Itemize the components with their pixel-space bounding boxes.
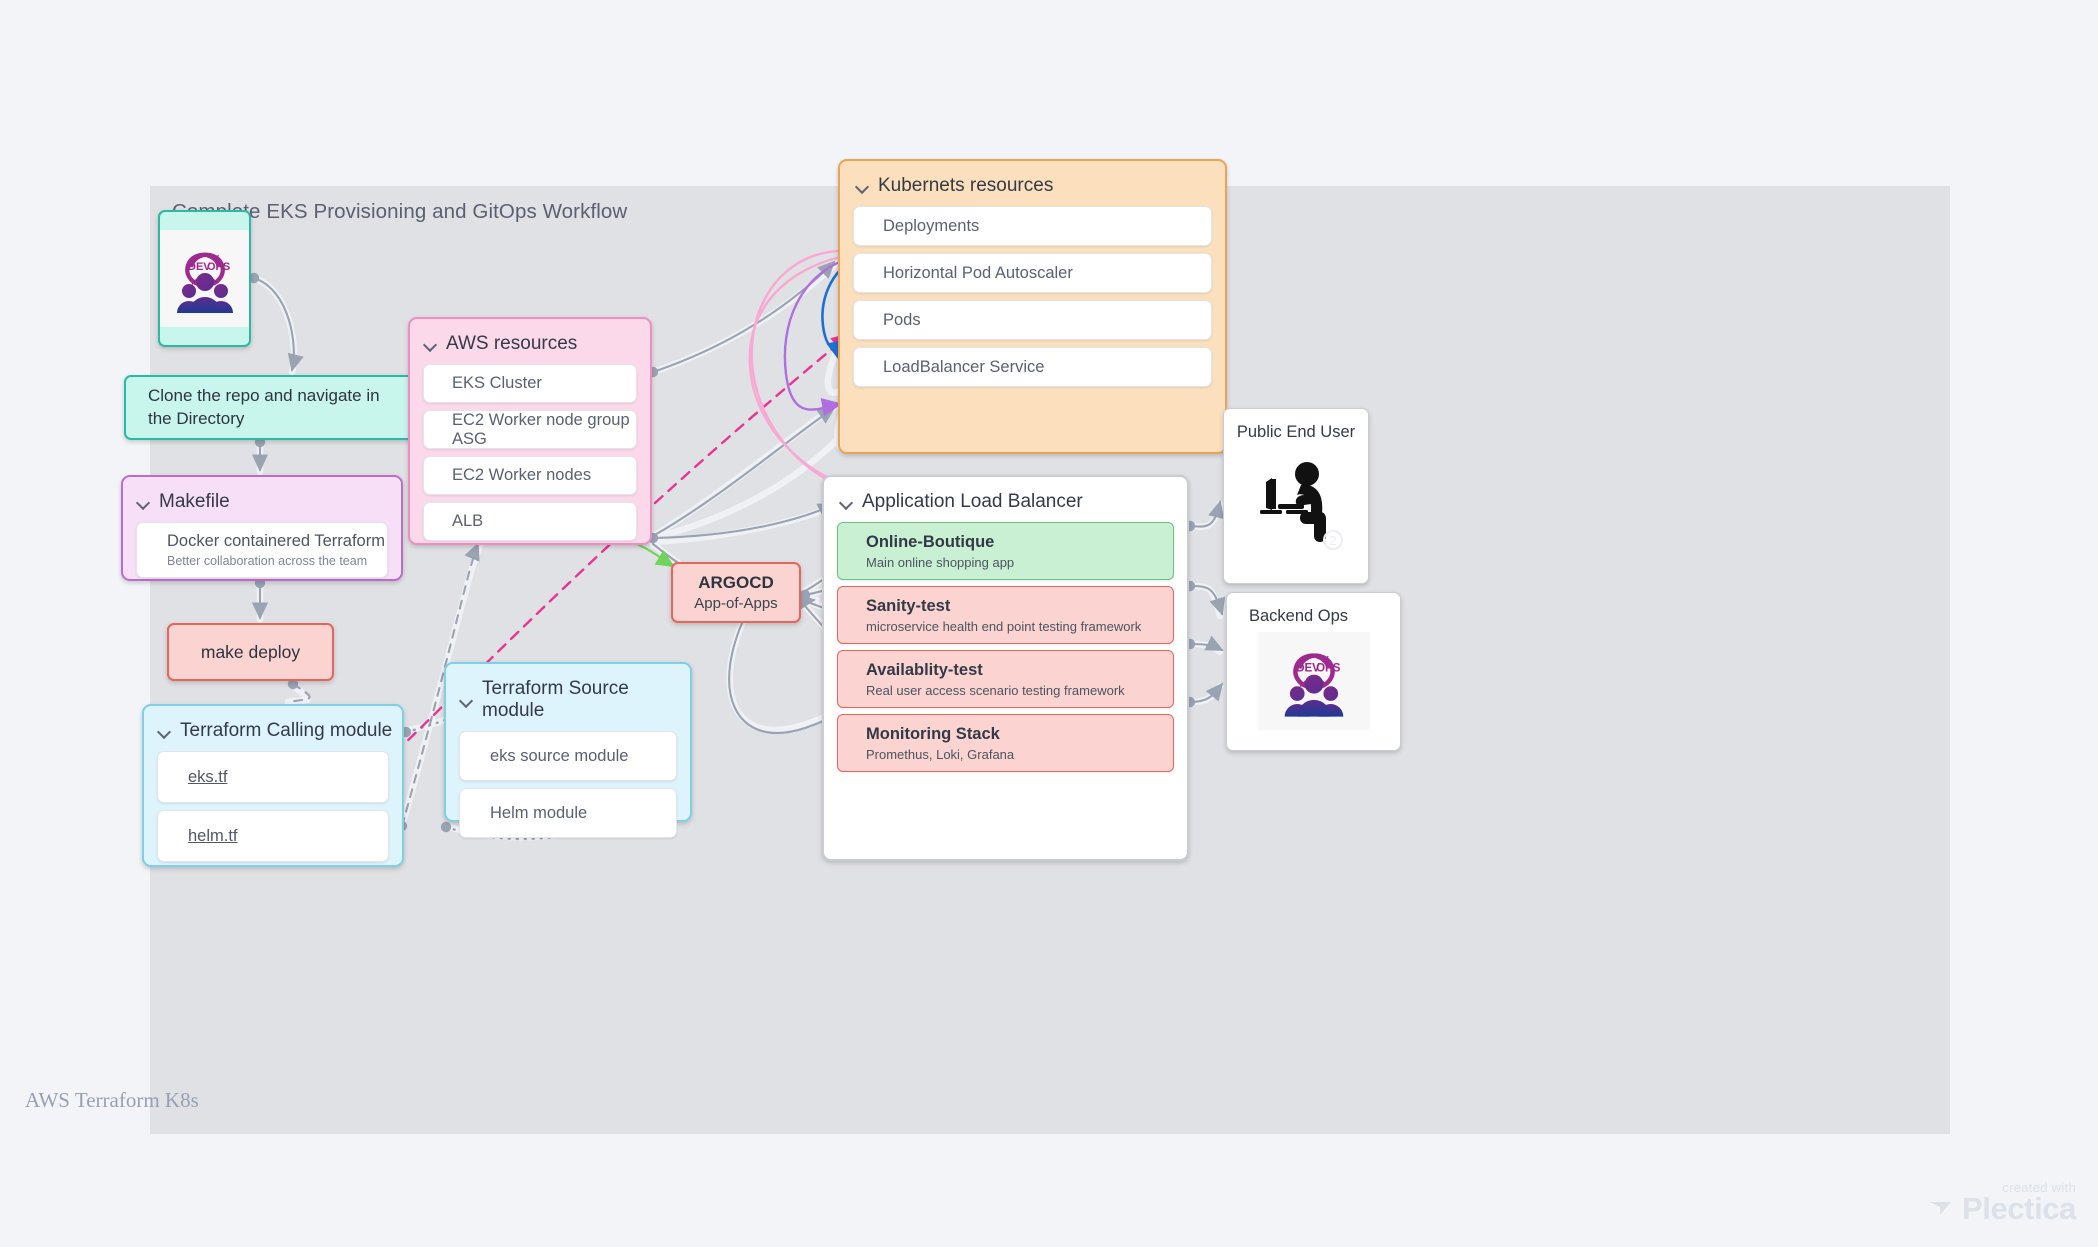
terraform-calling-title-row[interactable]: Terraform Calling module [144, 706, 402, 742]
chevron-down-icon[interactable] [856, 180, 869, 193]
terraform-source-title-row[interactable]: Terraform Source module [446, 664, 690, 722]
alb-app-title: Online-Boutique [866, 532, 995, 551]
aws-resource-item-worker-nodes[interactable]: EC2 Worker nodes [423, 456, 637, 495]
terraform-source-item-eks[interactable]: eks source module [459, 731, 677, 781]
alb-app-subtitle: microservice health end point testing fr… [866, 618, 1142, 634]
devops-people-icon: DEV OPS [1257, 632, 1370, 730]
edge-devops-to-clone [252, 276, 304, 372]
makefile-item[interactable]: Docker containered Terraform Better coll… [136, 522, 388, 578]
svg-text:2: 2 [1329, 533, 1336, 548]
terraform-calling-title: Terraform Calling module [180, 720, 393, 741]
svg-text:DEV: DEV [188, 261, 211, 273]
aws-resource-item-alb[interactable]: ALB [423, 502, 637, 541]
aws-resources-group[interactable]: AWS resources EKS Cluster EC2 Worker nod… [408, 317, 652, 545]
edge-monitoring-to-backend-ops [1188, 682, 1224, 704]
eks-tf-link[interactable]: eks.tf [188, 767, 228, 786]
terraform-calling-item-eks[interactable]: eks.tf [157, 751, 389, 803]
plectica-mark-icon [1930, 1202, 1951, 1215]
alb-app-sanity-test[interactable]: Sanity-test microservice health end poin… [837, 586, 1174, 644]
makefile-item-title: Docker containered Terraform [167, 532, 385, 550]
aws-resource-item-asg[interactable]: EC2 Worker node group ASG [423, 410, 637, 449]
clone-repo-label: Clone the repo and navigate in the Direc… [148, 385, 380, 428]
edge-availability-to-backend-ops [1188, 635, 1224, 652]
k8s-item-deployments[interactable]: Deployments [853, 206, 1212, 246]
argocd-title: ARGOCD [698, 573, 774, 592]
make-deploy-label: make deploy [200, 641, 301, 662]
makefile-group[interactable]: Makefile Docker containered Terraform Be… [121, 475, 403, 581]
make-deploy-box[interactable]: make deploy [167, 623, 334, 681]
edge-alb-to-lb-service [651, 502, 836, 540]
edge-make-deploy-to-tf-calling [287, 682, 311, 704]
public-end-user-label: Public End User [1236, 423, 1356, 441]
chevron-down-icon[interactable] [460, 694, 473, 707]
alb-app-title: Monitoring Stack [866, 724, 1000, 743]
terraform-source-title: Terraform Source module [482, 678, 629, 721]
alb-app-online-boutique[interactable]: Online-Boutique Main online shopping app [837, 522, 1174, 580]
alb-title: Application Load Balancer [862, 491, 1083, 512]
makefile-item-subtitle: Better collaboration across the team [167, 554, 368, 568]
svg-text:OPS: OPS [1316, 663, 1341, 675]
person-at-computer-icon: 2 [1224, 448, 1368, 552]
svg-text:OPS: OPS [207, 261, 230, 273]
alb-app-title: Availablity-test [866, 660, 983, 679]
backend-ops-label: Backend Ops [1249, 607, 1349, 625]
chevron-down-icon[interactable] [158, 725, 171, 738]
canvas-title: Complete EKS Provisioning and GitOps Wor… [172, 200, 628, 223]
kubernetes-resources-title: Kubernets resources [878, 175, 1054, 196]
aws-resources-title: AWS resources [446, 333, 578, 354]
plectica-logo: Plectica [1929, 1191, 2076, 1227]
terraform-calling-module-group[interactable]: Terraform Calling module eks.tf helm.tf [142, 704, 404, 867]
svg-text:DEV: DEV [1296, 663, 1320, 675]
aws-resources-title-row[interactable]: AWS resources [410, 319, 650, 355]
alb-app-monitoring-stack[interactable]: Monitoring Stack Promethus, Loki, Grafan… [837, 714, 1174, 772]
devops-people-icon: DEV OPS [160, 230, 249, 327]
k8s-item-hpa[interactable]: Horizontal Pod Autoscaler [853, 253, 1212, 293]
alb-app-title: Sanity-test [866, 596, 951, 615]
chevron-down-icon[interactable] [137, 496, 150, 509]
edge-sanity-to-backend-ops [1188, 584, 1226, 616]
kubernetes-resources-title-row[interactable]: Kubernets resources [840, 161, 1225, 197]
alb-app-subtitle: Promethus, Loki, Grafana [866, 746, 1015, 762]
helm-tf-link[interactable]: helm.tf [188, 826, 238, 845]
devops-image-card[interactable]: DEV OPS [158, 210, 251, 347]
public-end-user-box[interactable]: Public End User 2 [1223, 408, 1369, 584]
diagram-canvas: Complete EKS Provisioning and GitOps Wor… [121, 159, 1950, 1134]
aws-resource-item-eks-cluster[interactable]: EKS Cluster [423, 364, 637, 403]
kubernetes-resources-group[interactable]: Kubernets resources Deployments Horizont… [838, 159, 1227, 454]
clone-repo-box[interactable]: Clone the repo and navigate in the Direc… [124, 375, 417, 440]
application-load-balancer-group[interactable]: Application Load Balancer Online-Boutiqu… [822, 475, 1189, 861]
edge-eks-cluster-to-deployments [651, 260, 836, 374]
terraform-source-item-helm[interactable]: Helm module [459, 788, 677, 838]
argocd-box[interactable]: ARGOCD App-of-Apps [671, 562, 801, 623]
terraform-source-module-group[interactable]: Terraform Source module eks source modul… [444, 662, 692, 838]
chevron-down-icon[interactable] [840, 496, 853, 509]
created-with-label: created with [2002, 1180, 2076, 1195]
alb-app-subtitle: Main online shopping app [866, 554, 1015, 570]
plectica-branding: created with Plectica [1929, 1180, 2076, 1227]
backend-ops-box[interactable]: Backend Ops DEV OPS [1226, 592, 1401, 751]
alb-app-availability-test[interactable]: Availablity-test Real user access scenar… [837, 650, 1174, 708]
plectica-wordmark: Plectica [1962, 1191, 2076, 1226]
alb-title-row[interactable]: Application Load Balancer [824, 477, 1187, 513]
alb-app-subtitle: Real user access scenario testing framew… [866, 682, 1125, 698]
edge-alb-to-deployments [651, 406, 836, 538]
makefile-title-row[interactable]: Makefile [123, 477, 401, 513]
k8s-item-loadbalancer-service[interactable]: LoadBalancer Service [853, 347, 1212, 387]
chevron-down-icon[interactable] [424, 338, 437, 351]
document-title: AWS Terraform K8s [25, 1088, 199, 1112]
argocd-subtitle: App-of-Apps [694, 595, 778, 612]
edge-endpoint-dot [799, 589, 811, 601]
k8s-item-pods[interactable]: Pods [853, 300, 1212, 340]
edge-online-boutique-to-end-user [1188, 500, 1225, 528]
terraform-calling-item-helm[interactable]: helm.tf [157, 810, 389, 862]
makefile-title: Makefile [159, 491, 230, 512]
